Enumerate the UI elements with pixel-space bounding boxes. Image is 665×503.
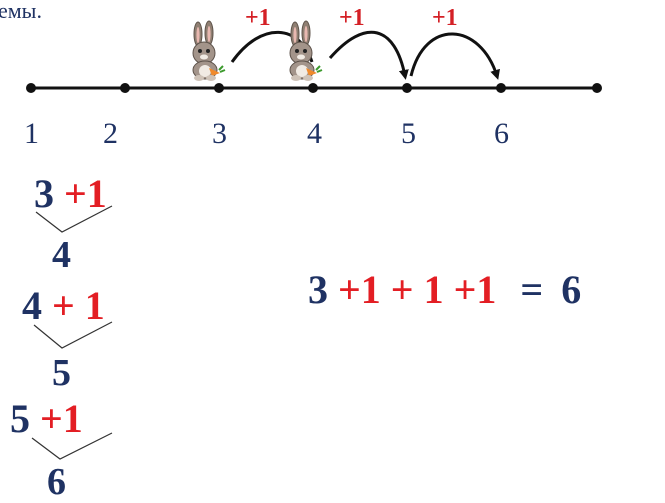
step-expression: 3 +1 xyxy=(34,174,107,214)
equation-equals: = xyxy=(520,267,544,312)
step-expression: 5 +1 xyxy=(10,399,83,439)
step-addend: 5 xyxy=(10,396,30,441)
step-expression: 4 + 1 xyxy=(22,286,105,326)
step-brace xyxy=(35,205,113,233)
jump-arc xyxy=(409,32,500,80)
step-increment: 1 xyxy=(62,396,83,441)
step-operator: + xyxy=(40,396,63,441)
step-increment: 1 xyxy=(84,283,105,328)
tick-dot xyxy=(592,83,602,93)
equation-one: 1 xyxy=(423,267,444,312)
step-result: 4 xyxy=(52,234,71,276)
equation-plus: + xyxy=(453,267,477,312)
tick-dot xyxy=(308,83,318,93)
jump-label: +1 xyxy=(339,5,365,31)
bunny-icon xyxy=(289,20,323,81)
jump-label: +1 xyxy=(432,5,458,31)
step-addend: 4 xyxy=(22,283,42,328)
step-brace xyxy=(33,321,113,349)
equation-plus: + xyxy=(390,267,414,312)
tick-dot xyxy=(26,83,36,93)
equation-total: 6 xyxy=(561,267,582,312)
equation-start: 3 xyxy=(308,267,328,312)
tick-dot xyxy=(214,83,224,93)
tick-label: 2 xyxy=(103,117,118,150)
step-operator: + xyxy=(64,171,87,216)
jump-arc xyxy=(328,30,409,80)
tick-label: 1 xyxy=(24,117,39,150)
equation-plus: + xyxy=(338,267,361,312)
total-equation: 3 +1 + 1 +1 = 6 xyxy=(308,270,581,310)
equation-one: 1 xyxy=(360,267,381,312)
step-result: 6 xyxy=(47,461,66,503)
step-increment: 1 xyxy=(86,171,107,216)
tick-dot xyxy=(496,83,506,93)
equation-one: 1 xyxy=(476,267,497,312)
caption-text: емы. xyxy=(0,0,42,23)
bunny-icon xyxy=(192,20,226,81)
tick-label: 3 xyxy=(212,117,227,150)
step-result: 5 xyxy=(52,352,71,394)
step-operator: + xyxy=(52,283,75,328)
jump-label: +1 xyxy=(245,5,271,31)
tick-label: 5 xyxy=(401,117,416,150)
tick-dot xyxy=(402,83,412,93)
tick-label: 4 xyxy=(307,117,322,150)
step-brace xyxy=(31,432,113,460)
step-addend: 3 xyxy=(34,171,54,216)
tick-dot xyxy=(120,83,130,93)
tick-label: 6 xyxy=(494,117,509,150)
